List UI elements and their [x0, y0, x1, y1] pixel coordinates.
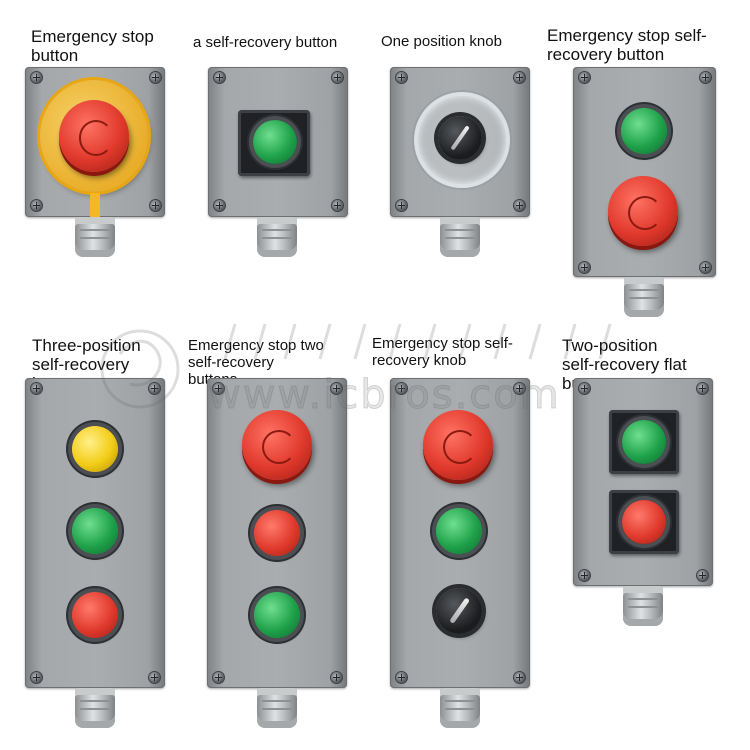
screw-icon	[332, 200, 343, 211]
screw-icon	[214, 200, 225, 211]
green-button[interactable]	[254, 592, 300, 638]
screw-icon	[396, 200, 407, 211]
label-emergency-stop-button: Emergency stop button	[31, 27, 154, 65]
cable-gland	[257, 688, 297, 728]
cable-gland	[75, 217, 115, 257]
green-button[interactable]	[621, 108, 667, 154]
screw-icon	[579, 262, 590, 273]
screw-icon	[331, 383, 342, 394]
label-two-position-self-recovery-flat-button: Two-position self-recovery flat button	[562, 336, 687, 393]
screw-icon	[31, 72, 42, 83]
green-flat-button[interactable]	[622, 420, 666, 464]
screw-icon	[514, 672, 525, 683]
cable-gland	[257, 217, 297, 257]
screw-icon	[149, 672, 160, 683]
screw-icon	[213, 672, 224, 683]
cable-gland	[75, 688, 115, 728]
watermark-domain: www.icbros.com	[208, 372, 561, 419]
red-button[interactable]	[72, 592, 118, 638]
green-button[interactable]	[72, 508, 118, 554]
screw-icon	[214, 72, 225, 83]
screw-icon	[700, 72, 711, 83]
screw-icon	[31, 200, 42, 211]
cable-gland	[624, 277, 664, 317]
screw-icon	[31, 672, 42, 683]
yellow-button[interactable]	[72, 426, 118, 472]
screw-icon	[150, 200, 161, 211]
screw-icon	[700, 262, 711, 273]
screw-icon	[31, 383, 42, 394]
cable-gland	[623, 586, 663, 626]
green-flat-button[interactable]	[253, 120, 297, 164]
screw-icon	[697, 570, 708, 581]
screw-icon	[149, 383, 160, 394]
screw-icon	[697, 383, 708, 394]
screw-icon	[579, 72, 590, 83]
label-emergency-stop-self-recovery-knob: Emergency stop self- recovery knob	[372, 335, 513, 369]
screw-icon	[514, 72, 525, 83]
screw-icon	[396, 672, 407, 683]
rotate-arrow-icon	[442, 429, 478, 465]
green-button[interactable]	[436, 508, 482, 554]
screw-icon	[579, 570, 590, 581]
cable-gland	[440, 688, 480, 728]
rotate-arrow-icon	[261, 429, 297, 465]
screw-icon	[514, 200, 525, 211]
screw-icon	[396, 72, 407, 83]
red-mushroom-button[interactable]	[242, 410, 312, 480]
screw-icon	[332, 72, 343, 83]
screw-icon	[514, 383, 525, 394]
screw-icon	[150, 72, 161, 83]
red-button[interactable]	[254, 510, 300, 556]
screw-icon	[579, 383, 590, 394]
selector-knob[interactable]	[438, 116, 482, 160]
label-emergency-stop-self-recovery-button: Emergency stop self- recovery button	[547, 26, 707, 64]
label-one-position-knob: One position knob	[381, 33, 502, 50]
screw-icon	[331, 672, 342, 683]
red-mushroom-button[interactable]	[608, 176, 678, 246]
red-mushroom-button[interactable]	[59, 100, 129, 172]
red-mushroom-button[interactable]	[423, 410, 493, 480]
rotate-arrow-icon	[627, 195, 663, 231]
red-flat-button[interactable]	[622, 500, 666, 544]
rotate-arrow-icon	[78, 120, 114, 156]
cover-hinge-tab	[90, 193, 100, 219]
cable-gland	[440, 217, 480, 257]
screw-icon	[396, 383, 407, 394]
label-self-recovery-button: a self-recovery button	[193, 34, 338, 51]
selector-knob[interactable]	[436, 588, 482, 634]
screw-icon	[213, 383, 224, 394]
